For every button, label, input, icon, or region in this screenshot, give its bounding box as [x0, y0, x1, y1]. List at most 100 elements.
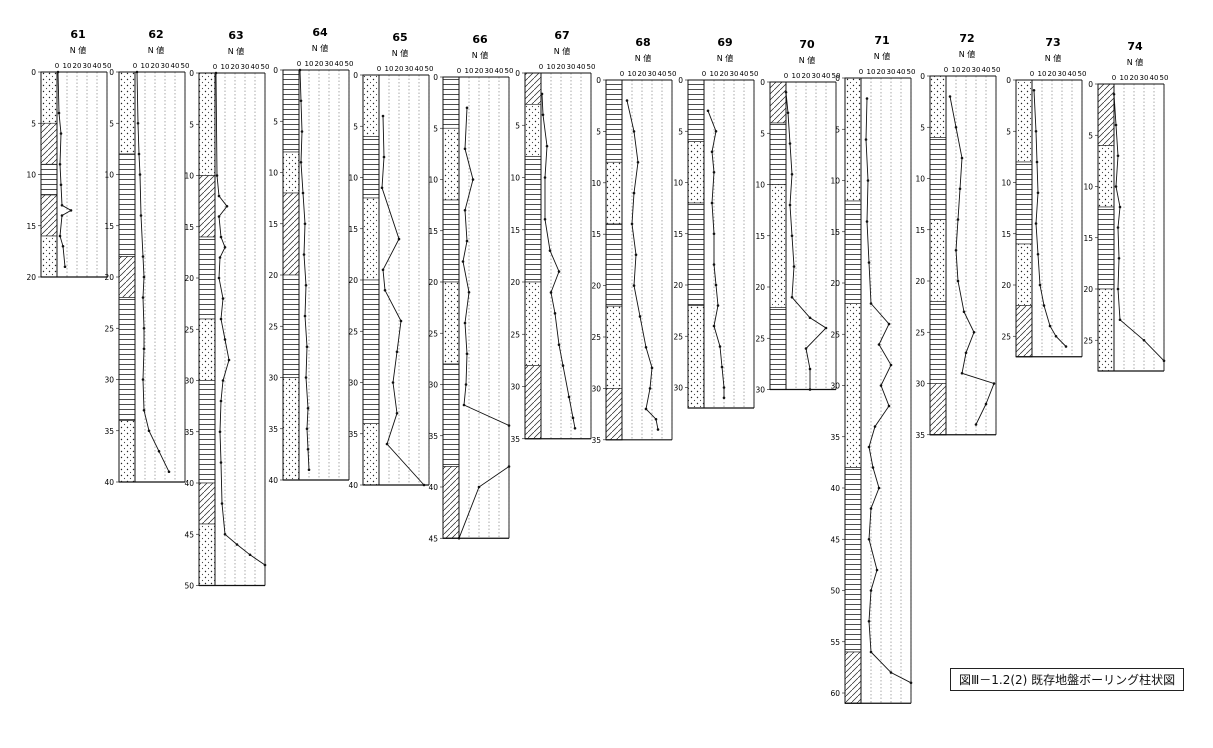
depth-tick-label: 25 — [591, 333, 601, 342]
depth-tick-label: 10 — [510, 174, 520, 183]
n-axis-tick: 0 — [213, 63, 217, 71]
depth-tick-label: 25 — [915, 328, 925, 337]
n-axis-tick: 20 — [395, 65, 404, 73]
depth-tick-label: 5 — [353, 122, 358, 131]
n-axis-tick: 40 — [251, 63, 260, 71]
soil-layer — [118, 71, 136, 155]
n-axis-tick: 30 — [485, 67, 494, 75]
n-axis-tick: 20 — [557, 63, 566, 71]
depth-tick-label: 20 — [1001, 281, 1011, 290]
soil-layer — [605, 388, 623, 441]
n-value-point — [219, 317, 223, 321]
depth-tick-label: 5 — [596, 127, 601, 136]
n-value-curve — [57, 71, 72, 267]
n-value-point — [561, 364, 565, 367]
depth-tick-label: 5 — [433, 124, 438, 133]
n-value-point — [871, 466, 875, 469]
soil-layer — [769, 307, 787, 390]
soil-layer — [442, 199, 460, 283]
n-value-point — [462, 403, 466, 407]
depth-tick-label: 20 — [348, 276, 358, 285]
n-value-curve — [707, 110, 725, 398]
depth-tick-label: 60 — [830, 689, 840, 698]
n-axis-tick: 50 — [425, 65, 434, 73]
n-axis-tick: 30 — [325, 60, 334, 68]
n-value-label: N 値 — [148, 45, 165, 55]
depth-tick-label: 30 — [268, 374, 278, 383]
soil-layer — [1015, 79, 1033, 163]
soil-layer — [442, 127, 460, 201]
n-value-point — [869, 507, 873, 510]
n-value-point — [60, 214, 64, 217]
n-value-point — [790, 234, 794, 238]
depth-tick-label: 25 — [184, 325, 194, 334]
soil-layer — [442, 76, 460, 129]
soil-layer — [198, 236, 216, 320]
n-value-point — [381, 114, 385, 118]
n-value-curve — [381, 115, 425, 486]
n-value-point — [960, 371, 964, 375]
soil-layer — [524, 72, 542, 105]
n-axis-tick: 40 — [335, 60, 344, 68]
depth-tick-label: 10 — [591, 179, 601, 188]
n-value-point — [909, 681, 913, 685]
n-axis-tick: 0 — [1030, 70, 1034, 78]
n-axis-tick: 20 — [231, 63, 240, 71]
n-value-point — [1116, 226, 1120, 229]
n-value-point — [712, 324, 716, 328]
depth-tick-label: 35 — [591, 436, 601, 445]
depth-tick-label: 30 — [673, 384, 683, 393]
borehole-id-label: 73 — [1045, 36, 1060, 49]
soil-layer — [198, 72, 216, 176]
n-value-point — [540, 92, 544, 96]
depth-tick-label: 0 — [920, 72, 925, 81]
n-axis-tick: 40 — [897, 68, 906, 76]
n-axis-tick: 10 — [385, 65, 394, 73]
depth-tick-label: 25 — [268, 322, 278, 331]
n-value-point — [877, 486, 881, 490]
n-value-point — [142, 275, 146, 279]
soil-layer — [524, 365, 542, 440]
n-axis-tick: 20 — [315, 60, 324, 68]
n-value-point — [873, 425, 877, 428]
n-value-point — [869, 302, 873, 305]
n-value-point — [808, 316, 812, 320]
n-axis-tick: 30 — [730, 70, 739, 78]
n-value-point — [223, 245, 227, 249]
depth-tick-label: 30 — [428, 381, 438, 390]
n-value-point — [1142, 338, 1146, 342]
n-value-label: N 値 — [1045, 53, 1062, 63]
n-value-point — [305, 427, 309, 431]
n-axis-tick: 50 — [907, 68, 916, 76]
n-value-point — [218, 256, 222, 259]
n-value-point — [964, 351, 968, 355]
depth-tick-label: 0 — [1088, 80, 1093, 89]
n-value-point — [298, 68, 302, 72]
soil-layer — [605, 305, 623, 389]
soil-layer — [442, 466, 460, 539]
n-value-point — [263, 563, 267, 567]
n-value-curve — [949, 96, 995, 425]
n-axis-tick: 50 — [1078, 70, 1087, 78]
borehole-id-label: 66 — [472, 33, 488, 46]
n-value-point — [992, 382, 996, 385]
n-axis-tick: 30 — [405, 65, 414, 73]
n-axis-tick: 10 — [547, 63, 556, 71]
n-value-point — [457, 536, 461, 540]
depth-tick-label: 25 — [1001, 332, 1011, 341]
n-value-point — [63, 265, 67, 269]
n-value-point — [808, 388, 812, 391]
n-value-point — [465, 239, 469, 243]
n-value-point — [135, 70, 139, 74]
n-value-point — [217, 276, 221, 280]
soil-layer — [282, 274, 300, 378]
n-value-point — [792, 265, 796, 268]
n-value-point — [380, 186, 384, 190]
n-value-point — [69, 209, 73, 212]
n-axis-tick: 50 — [261, 63, 270, 71]
soil-layer — [1097, 145, 1115, 208]
depth-tick-label: 10 — [673, 179, 683, 188]
